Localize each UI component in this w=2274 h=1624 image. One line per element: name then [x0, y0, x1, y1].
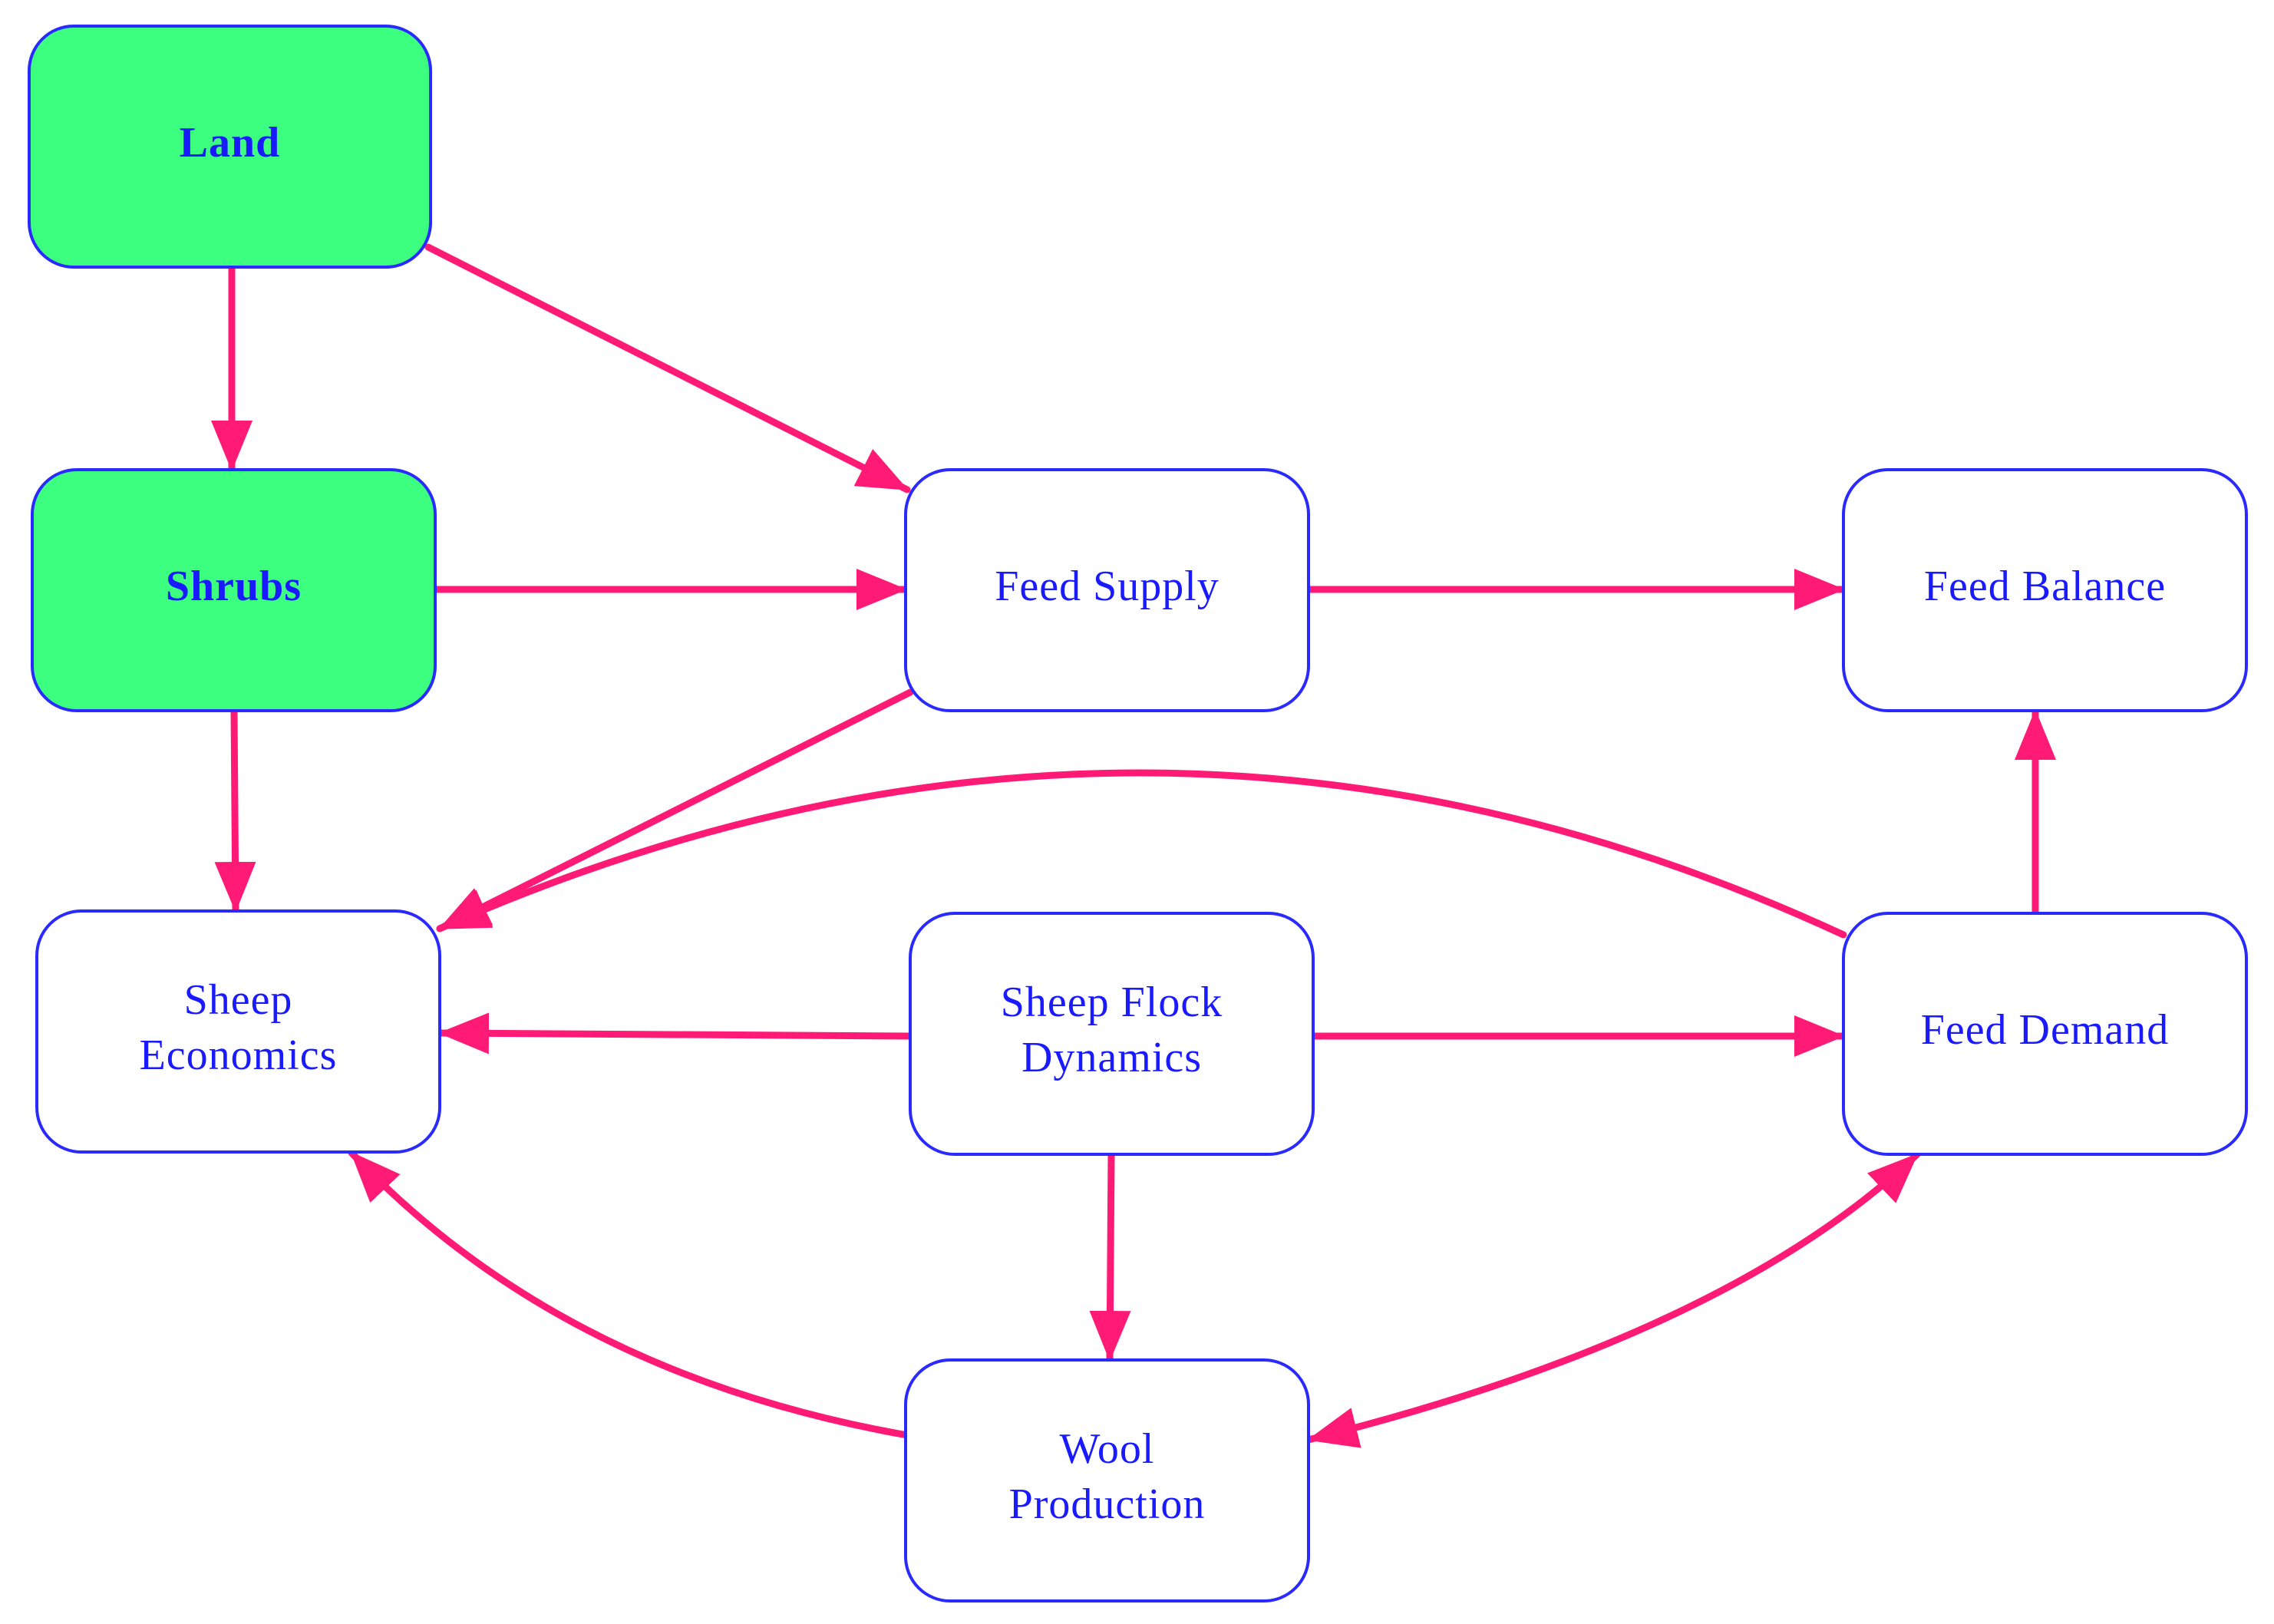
node-box-feed-supply: [904, 468, 1310, 712]
edges-layer: [211, 243, 2056, 1448]
node-box-sheep-flock-dynamics: [909, 912, 1315, 1156]
arrow-feed-supply-to-sheep-economics: [436, 688, 914, 932]
node-box-feed-balance: [1842, 468, 2248, 712]
arrow-wool-production-to-sheep-economics: [348, 1149, 911, 1439]
node-label-feed-demand: Feed Demand: [1921, 1006, 2170, 1054]
node-shrubs: Shrubs: [31, 468, 437, 712]
node-label-wool-production-line-1: Wool: [1060, 1425, 1155, 1473]
arrow-wool-production-to-feed-demand: [1305, 1150, 1921, 1448]
node-label-feed-supply: Feed Supply: [995, 563, 1220, 610]
node-label-shrubs: Shrubs: [166, 563, 302, 610]
node-label-land: Land: [180, 119, 281, 167]
node-box-sheep-economics: [35, 909, 441, 1154]
node-feed-supply: Feed Supply: [904, 468, 1310, 712]
node-label-sheep-flock-dynamics-line-1: Sheep Flock: [1001, 979, 1223, 1026]
node-label-sheep-economics-line-1: Sheep: [184, 976, 293, 1024]
node-feed-demand: Feed Demand: [1842, 912, 2248, 1156]
arrow-shrubs-to-sheep-economics: [214, 707, 256, 915]
node-land: Land: [28, 25, 432, 269]
node-label-wool-production-line-2: Production: [1009, 1480, 1206, 1528]
node-box-feed-demand: [1842, 912, 2248, 1156]
node-label-feed-balance: Feed Balance: [1924, 563, 2166, 610]
node-box-wool-production: [904, 1358, 1310, 1603]
node-label-sheep-economics-line-2: Economics: [140, 1032, 338, 1079]
arrow-land-to-feed-supply: [424, 243, 911, 493]
node-box-shrubs: [31, 468, 437, 712]
node-box-land: [28, 25, 432, 269]
node-feed-balance: Feed Balance: [1842, 468, 2248, 712]
arrow-feed-demand-to-sheep-economics: [436, 769, 1847, 939]
arrow-sheep-flock-dynamics-to-wool-production: [1089, 1150, 1131, 1364]
arrow-sheep-flock-dynamics-to-sheep-economics: [436, 1012, 914, 1055]
node-label-sheep-flock-dynamics-line-2: Dynamics: [1021, 1034, 1202, 1081]
